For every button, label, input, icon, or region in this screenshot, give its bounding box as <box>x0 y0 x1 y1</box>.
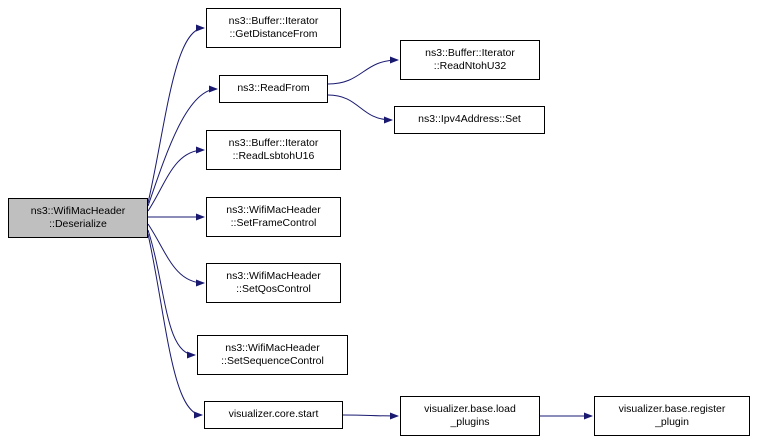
graph-node-ipv4-address-set[interactable]: ns3::Ipv4Address::Set <box>394 106 545 134</box>
node-label: visualizer.base.register <box>618 402 726 415</box>
edge-deserialize-to-core-start <box>147 233 203 419</box>
edge-core-start-to-load-plugins <box>342 412 399 420</box>
node-label: ns3::Buffer::Iterator <box>425 46 515 59</box>
node-label: visualizer.base.load <box>424 402 516 415</box>
node-label: ns3::ReadFrom <box>237 82 310 95</box>
node-label: ns3::Buffer::Iterator <box>228 14 319 27</box>
edge-deserialize-to-read-from <box>147 85 218 207</box>
edge-read-from-to-ipv4-address-set <box>327 94 393 124</box>
graph-node-deserialize[interactable]: ns3::WifiMacHeader::Deserialize <box>8 198 148 238</box>
node-label: _plugin <box>655 416 689 428</box>
node-label: ::GetDistanceFrom <box>229 28 318 40</box>
node-label: ns3::WifiMacHeader <box>225 341 320 354</box>
node-label: ::SetQosControl <box>236 283 311 295</box>
graph-node-set-frame-control[interactable]: ns3::WifiMacHeader::SetFrameControl <box>206 197 341 237</box>
node-label: ns3::Buffer::Iterator <box>228 136 319 149</box>
node-label: ::ReadNtohU32 <box>433 60 507 72</box>
graph-node-set-qos-control[interactable]: ns3::WifiMacHeader::SetQosControl <box>206 263 341 303</box>
node-label: _plugins <box>450 416 490 428</box>
graph-node-get-distance-from[interactable]: ns3::Buffer::Iterator::GetDistanceFrom <box>206 8 341 48</box>
graph-node-register-plugin[interactable]: visualizer.base.register_plugin <box>594 396 750 436</box>
graph-node-read-from[interactable]: ns3::ReadFrom <box>219 75 328 103</box>
edge-read-from-to-read-ntoh-u32 <box>327 56 399 85</box>
node-label: visualizer.core.start <box>228 408 319 421</box>
node-label: ns3::WifiMacHeader <box>226 269 321 282</box>
node-label: ns3::WifiMacHeader <box>226 203 321 216</box>
node-label: ns3::WifiMacHeader <box>30 204 126 217</box>
node-label: ::SetFrameControl <box>230 217 317 229</box>
graph-node-load-plugins[interactable]: visualizer.base.load_plugins <box>400 396 540 436</box>
graph-node-set-sequence-control[interactable]: ns3::WifiMacHeader::SetSequenceControl <box>197 335 348 375</box>
node-label: ns3::Ipv4Address::Set <box>418 113 521 126</box>
graph-node-core-start[interactable]: visualizer.core.start <box>204 401 343 429</box>
graph-node-read-ntoh-u32[interactable]: ns3::Buffer::Iterator::ReadNtohU32 <box>400 40 540 80</box>
edge-deserialize-to-read-lsbtoh-u16 <box>147 146 205 212</box>
node-label: ::Deserialize <box>49 218 107 230</box>
edge-deserialize-to-set-sequence-control <box>147 229 196 359</box>
edge-deserialize-to-get-distance-from <box>147 24 205 204</box>
graph-node-read-lsbtoh-u16[interactable]: ns3::Buffer::Iterator::ReadLsbtohU16 <box>206 130 341 170</box>
edge-deserialize-to-set-qos-control <box>147 223 205 287</box>
node-label: ::ReadLsbtohU16 <box>232 150 315 162</box>
edges <box>147 24 593 420</box>
node-label: ::SetSequenceControl <box>221 355 324 367</box>
